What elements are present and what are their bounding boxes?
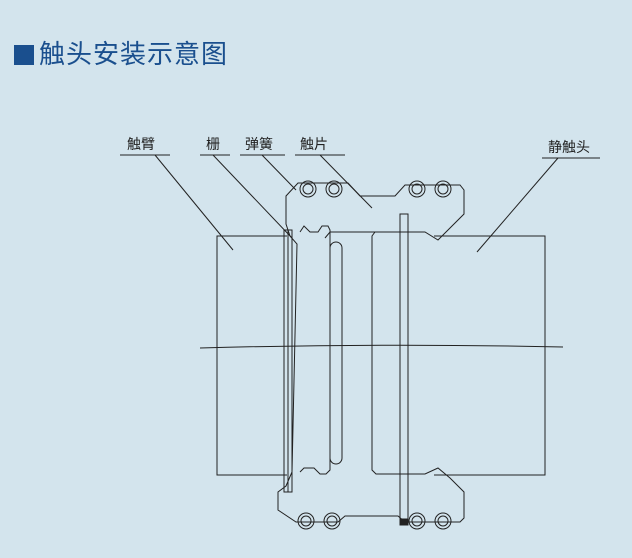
spring-coil xyxy=(323,512,341,530)
static-plate xyxy=(399,213,409,525)
heading-square-icon xyxy=(14,45,34,65)
leader-arm xyxy=(154,154,234,251)
leader-static xyxy=(476,157,559,253)
contact-arm xyxy=(216,235,287,476)
spring-coil xyxy=(408,512,426,530)
label-spring: 弹簧 xyxy=(245,137,273,153)
contact-finger-inner-top xyxy=(324,231,380,239)
spring-slot xyxy=(329,241,343,465)
spring-coil xyxy=(297,512,315,530)
label-finger: 触片 xyxy=(300,137,328,153)
label-arm: 触臂 xyxy=(127,137,155,153)
label-group-arm: 触臂 xyxy=(120,137,234,251)
leader-spring xyxy=(261,154,297,191)
spring-coil xyxy=(299,180,317,198)
contact-finger-inner-left xyxy=(299,225,331,475)
center-axis xyxy=(199,344,564,349)
leader-finger xyxy=(319,154,373,209)
top-springs xyxy=(299,180,452,198)
label-group-spring: 弹簧 xyxy=(240,137,297,191)
static-plate-mark xyxy=(399,518,409,526)
page-title: 触头安装示意图 xyxy=(39,40,229,70)
contact-finger xyxy=(277,182,465,523)
label-group-static: 静触头 xyxy=(476,140,600,253)
label-grid: 栅 xyxy=(206,137,220,153)
static-contact xyxy=(434,235,546,476)
bottom-springs xyxy=(297,512,452,530)
spring-coil xyxy=(434,180,452,198)
spring-coil xyxy=(434,512,452,530)
label-group-grid: 栅 xyxy=(200,137,293,239)
leader-grid xyxy=(212,154,293,239)
label-static: 静触头 xyxy=(548,140,590,156)
spring-coil xyxy=(408,180,426,198)
page-heading: 触头安装示意图 xyxy=(14,38,228,72)
spring-coil xyxy=(325,180,343,198)
label-group-finger: 触片 xyxy=(295,137,373,209)
